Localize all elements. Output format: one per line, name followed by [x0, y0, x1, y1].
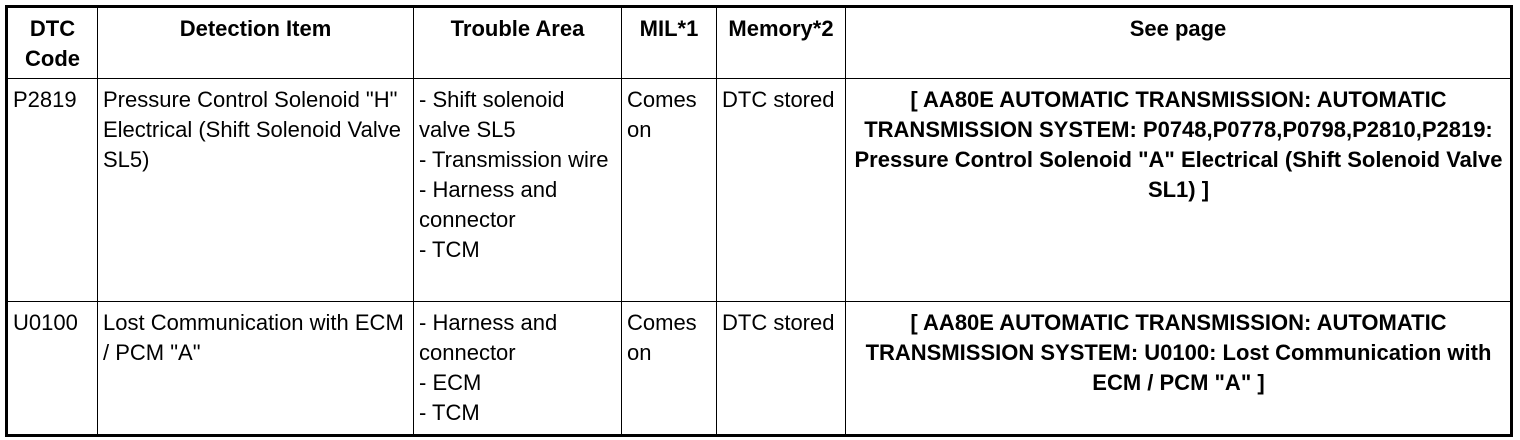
header-memory: Memory*2 — [716, 6, 846, 79]
trouble-area-item: - Transmission wire — [419, 147, 609, 172]
header-detection-item: Detection Item — [97, 6, 414, 79]
table-header-row: DTC Code Detection Item Trouble Area MIL… — [6, 6, 1512, 79]
trouble-area-item: - TCM — [419, 237, 480, 262]
detection-item-cell: Pressure Control Solenoid "H" Electrical… — [97, 78, 414, 302]
trouble-area-cell: - Shift solenoid valve SL5 - Transmissio… — [413, 78, 622, 302]
dtc-code-cell: P2819 — [6, 78, 98, 302]
see-page-link[interactable]: [ AA80E AUTOMATIC TRANSMISSION: AUTOMATI… — [845, 78, 1512, 302]
table-row: P2819 Pressure Control Solenoid "H" Elec… — [6, 78, 1512, 302]
mil-cell: Comes on — [621, 301, 717, 436]
dtc-code-cell: U0100 — [6, 301, 98, 436]
header-see-page: See page — [845, 6, 1512, 79]
trouble-area-item: - Shift solenoid valve SL5 — [419, 87, 565, 142]
mil-cell: Comes on — [621, 78, 717, 302]
trouble-area-item: - Harness and connector — [419, 310, 558, 365]
header-dtc-code: DTC Code — [6, 6, 98, 79]
detection-item-cell: Lost Communication with ECM / PCM "A" — [97, 301, 414, 436]
trouble-area-item: - TCM — [419, 400, 480, 425]
see-page-link[interactable]: [ AA80E AUTOMATIC TRANSMISSION: AUTOMATI… — [845, 301, 1512, 436]
dtc-table: DTC Code Detection Item Trouble Area MIL… — [5, 5, 1513, 437]
memory-cell: DTC stored — [716, 78, 846, 302]
trouble-area-item: - Harness and connector — [419, 177, 558, 232]
memory-cell: DTC stored — [716, 301, 846, 436]
trouble-area-cell: - Harness and connector - ECM - TCM — [413, 301, 622, 436]
trouble-area-item: - ECM — [419, 370, 482, 395]
table-row: U0100 Lost Communication with ECM / PCM … — [6, 301, 1512, 436]
header-mil: MIL*1 — [621, 6, 717, 79]
header-trouble-area: Trouble Area — [413, 6, 622, 79]
